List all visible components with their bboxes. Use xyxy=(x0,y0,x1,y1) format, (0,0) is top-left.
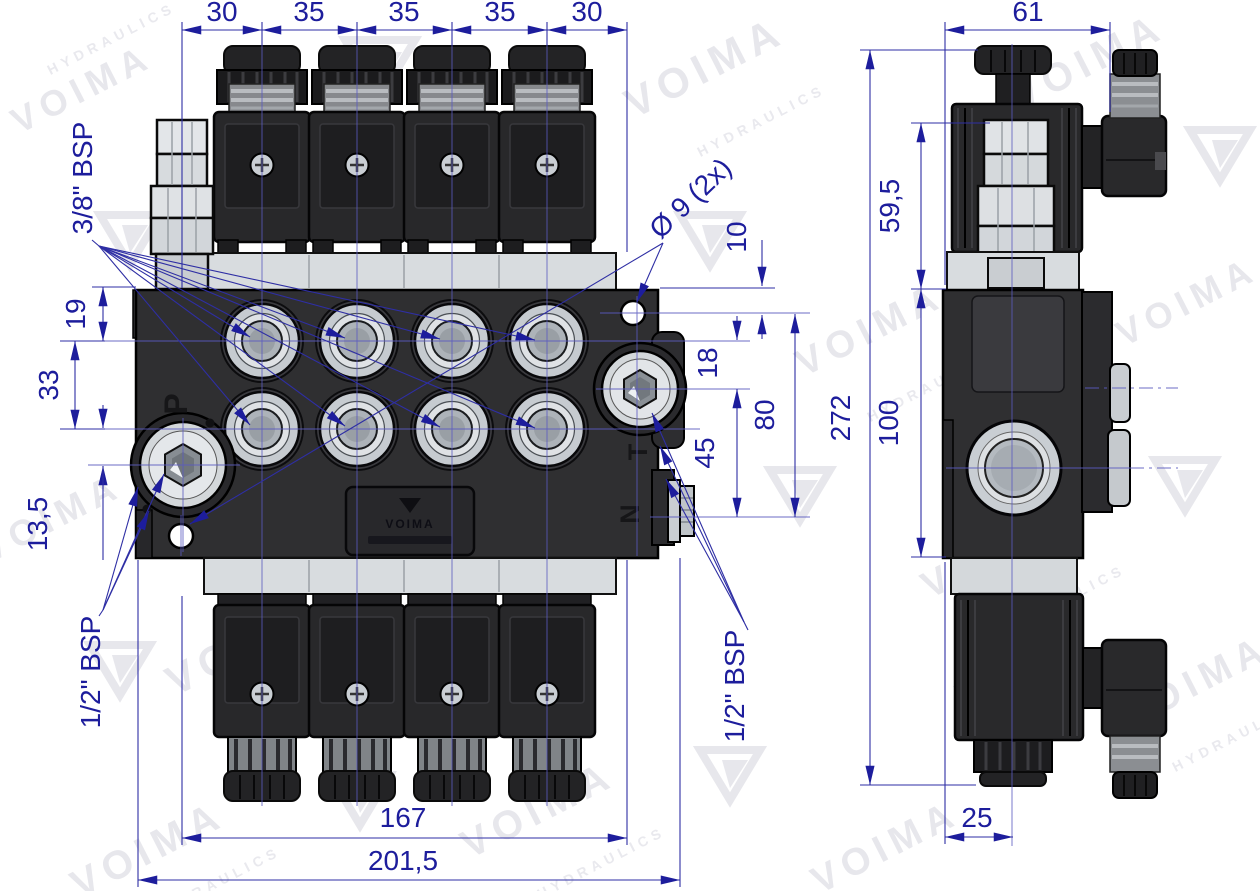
port-letter-n: N xyxy=(615,504,645,524)
label-1-2-bsp-right: 1/2" BSP xyxy=(719,630,750,743)
dim-top-5: 30 xyxy=(571,0,602,27)
port-letter-p: P xyxy=(158,393,194,414)
watermark-text: VOIMA xyxy=(1109,248,1260,354)
dim-18: 18 xyxy=(692,347,723,378)
dimension-lines xyxy=(60,22,1111,887)
bottom-solenoid-coils xyxy=(212,593,597,802)
dim-80: 80 xyxy=(749,399,780,430)
top-solenoid-coils xyxy=(212,45,597,255)
watermark-text: VOIMA xyxy=(805,792,966,891)
valve-body-side xyxy=(941,288,1131,560)
dim-167: 167 xyxy=(380,802,427,833)
label-1-2-bsp-left: 1/2" BSP xyxy=(75,616,106,729)
dim-45: 45 xyxy=(689,437,720,468)
dim-top-3: 35 xyxy=(388,0,419,27)
relief-valve-side xyxy=(976,118,1056,264)
dim-25: 25 xyxy=(961,802,992,833)
label-3-8-bsp: 3/8" BSP xyxy=(67,122,98,235)
dim-272: 272 xyxy=(825,395,856,442)
dim-33: 33 xyxy=(33,369,64,400)
dim-13-5: 13,5 xyxy=(22,497,53,552)
dim-side-width: 61 xyxy=(1012,0,1043,27)
watermark-subtext: HYDRAULICS xyxy=(534,823,668,891)
dim-59-5: 59,5 xyxy=(874,179,905,234)
leader-lines xyxy=(91,239,749,631)
name-plate: VOIMA xyxy=(344,485,476,557)
bottom-plate xyxy=(203,557,617,595)
top-plate xyxy=(203,252,617,291)
watermark-subtext: HYDRAULICS xyxy=(694,81,828,160)
din-connector-top xyxy=(1081,49,1168,198)
dim-top-1: 30 xyxy=(206,0,237,27)
dim-201-5: 201,5 xyxy=(368,845,438,876)
front-view: VOIMA P T N xyxy=(129,45,695,802)
dim-10: 10 xyxy=(721,221,752,252)
din-connector-bottom xyxy=(1082,638,1168,799)
side-bottom-collar xyxy=(950,557,1078,595)
watermark-text: VOIMA xyxy=(64,793,232,891)
watermark-text: VOIMA xyxy=(0,465,128,571)
dim-top-4: 35 xyxy=(484,0,515,27)
plate-brand-text: VOIMA xyxy=(385,517,434,531)
dim-top-2: 35 xyxy=(293,0,324,27)
dim-19: 19 xyxy=(60,298,91,329)
side-view xyxy=(941,45,1168,799)
dim-100: 100 xyxy=(873,400,904,447)
port-letter-t: T xyxy=(623,443,653,460)
